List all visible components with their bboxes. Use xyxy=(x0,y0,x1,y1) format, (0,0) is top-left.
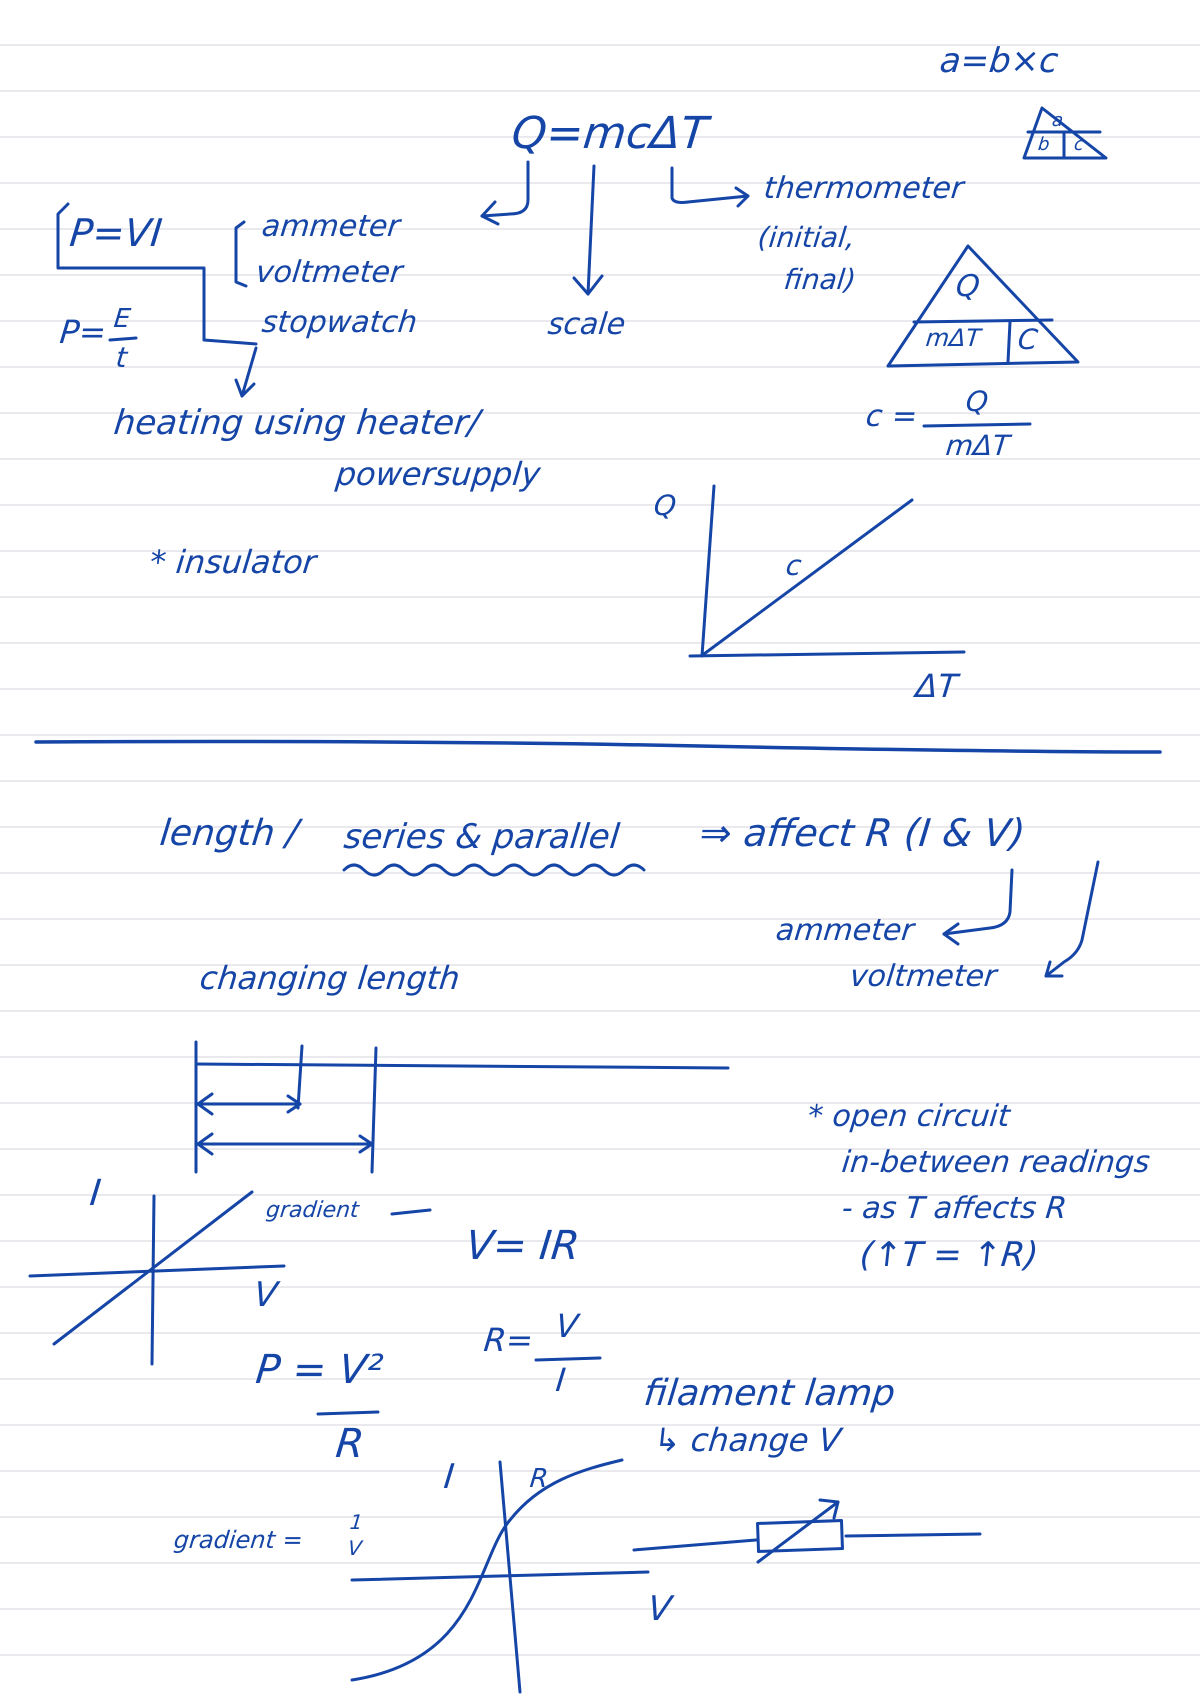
filament-curve xyxy=(350,1458,624,1682)
resistor-arrow-head xyxy=(818,1498,840,1520)
small-formula-triangle xyxy=(1022,106,1108,160)
note-open-circuit: * open circuit xyxy=(806,1099,1012,1134)
changing-length-label: changing length xyxy=(198,959,462,997)
gradient-label: gradient xyxy=(264,1198,361,1223)
scale-label: scale xyxy=(546,307,628,342)
filament-lamp-label: filament lamp xyxy=(641,1373,898,1414)
length-label: length / xyxy=(157,813,301,854)
resistance-numerator: V xyxy=(554,1307,580,1345)
ohmic-y-axis xyxy=(150,1194,156,1366)
filament-x-axis xyxy=(350,1570,650,1582)
resistor-box xyxy=(756,1519,844,1553)
c-denominator: mΔT xyxy=(944,429,1012,462)
arrow-i-to-ammeter-head xyxy=(942,922,960,946)
gradient-underline xyxy=(390,1208,432,1216)
specific-heat-formula: Q=mcΔT xyxy=(509,108,711,159)
note-in-between: in-between readings xyxy=(840,1145,1152,1180)
triangle-q: Q xyxy=(954,269,982,304)
arrow-to-scale xyxy=(586,164,596,296)
gradient-equals: gradient = xyxy=(172,1526,305,1554)
gradient-denominator: V xyxy=(346,1536,363,1560)
resistor-arrow xyxy=(756,1500,840,1564)
arrow-to-scale-head xyxy=(572,274,604,296)
arrow-to-thermometer-head xyxy=(734,186,750,208)
q-graph-y-label: Q xyxy=(652,489,678,522)
c-equals: c = xyxy=(864,399,920,434)
ammeter-measure-label: ammeter xyxy=(774,913,916,948)
triangle-m-delta-t: mΔT xyxy=(924,324,982,352)
tick-2 xyxy=(370,1046,378,1174)
heating-label: heating using heater/ xyxy=(111,403,482,443)
power-voltage-denominator: R xyxy=(333,1421,367,1467)
formula-abc: a=b×c xyxy=(937,41,1061,81)
wavy-underline xyxy=(342,863,646,877)
wire-right xyxy=(844,1532,982,1538)
section-divider xyxy=(34,739,1162,754)
ammeter-label: ammeter xyxy=(260,209,402,244)
length-arrow-1-heads xyxy=(196,1092,302,1116)
note-temperature: - as T affects R xyxy=(840,1191,1069,1226)
filament-axis-r: R xyxy=(528,1464,550,1494)
c-numerator: Q xyxy=(964,385,990,418)
gradient-numerator: 1 xyxy=(348,1510,364,1534)
stopwatch-label: stopwatch xyxy=(260,305,419,340)
q-graph-slope-label: c xyxy=(784,549,804,582)
initial-label: (initial, xyxy=(756,221,857,254)
final-label: final) xyxy=(782,263,858,296)
bracket-p-vi xyxy=(56,202,258,346)
fraction-bar-e-t xyxy=(108,336,138,342)
ohmic-axis-v: V xyxy=(251,1275,280,1315)
small-triangle-b: b xyxy=(1036,134,1051,155)
fraction-bar-r xyxy=(534,1356,602,1362)
voltmeter-label: voltmeter xyxy=(254,255,405,290)
q-graph-y-axis xyxy=(700,484,716,658)
wire xyxy=(194,1062,730,1070)
power-voltage-numerator: P = V² xyxy=(253,1347,385,1393)
power-energy-numerator: E xyxy=(112,304,133,334)
ohmic-line xyxy=(52,1190,254,1346)
powersupply-label: powersupply xyxy=(334,455,543,493)
ohms-law: V= IR xyxy=(463,1223,582,1269)
arrow-v-to-voltmeter xyxy=(1044,860,1100,978)
fraction-bar-p xyxy=(316,1410,380,1416)
filament-axis-v: V xyxy=(645,1589,674,1629)
insulator-note: * insulator xyxy=(148,543,319,581)
triangle-c: C xyxy=(1016,323,1040,356)
affect-resistance-label: ⇒ affect R (I & V) xyxy=(697,811,1028,855)
q-graph-x-axis xyxy=(688,650,966,658)
thermometer-label: thermometer xyxy=(762,171,966,206)
specific-heat-triangle xyxy=(886,244,1080,368)
series-parallel-label: series & parallel xyxy=(341,817,622,857)
q-graph-line xyxy=(702,498,914,656)
small-triangle-a: a xyxy=(1050,110,1065,131)
arrow-to-p-vi-head xyxy=(480,200,500,226)
resistance-equals: R= xyxy=(482,1321,536,1359)
q-graph-x-label: ΔT xyxy=(914,667,960,705)
arrow-i-to-ammeter xyxy=(942,868,1014,936)
arrow-to-heating xyxy=(240,346,258,398)
wire-left xyxy=(632,1538,758,1552)
change-v-label: ↳ change V xyxy=(652,1421,843,1459)
arrow-to-heating-head xyxy=(234,378,256,398)
arrow-to-thermometer xyxy=(670,166,750,204)
voltmeter-measure-label: voltmeter xyxy=(848,959,999,994)
arrow-to-p-vi xyxy=(480,160,530,218)
ohmic-x-axis xyxy=(28,1264,286,1278)
arrow-v-to-voltmeter-head xyxy=(1044,960,1064,978)
bracket-instruments xyxy=(234,220,248,288)
tick-1 xyxy=(296,1044,304,1110)
small-triangle-c: c xyxy=(1072,134,1086,155)
length-arrow-2-heads xyxy=(196,1132,374,1156)
fraction-bar-c xyxy=(922,422,1032,428)
power-energy-formula: P= xyxy=(58,313,109,351)
note-higher-t: (↑T = ↑R) xyxy=(857,1235,1041,1275)
power-formula: P=VI xyxy=(67,211,165,255)
